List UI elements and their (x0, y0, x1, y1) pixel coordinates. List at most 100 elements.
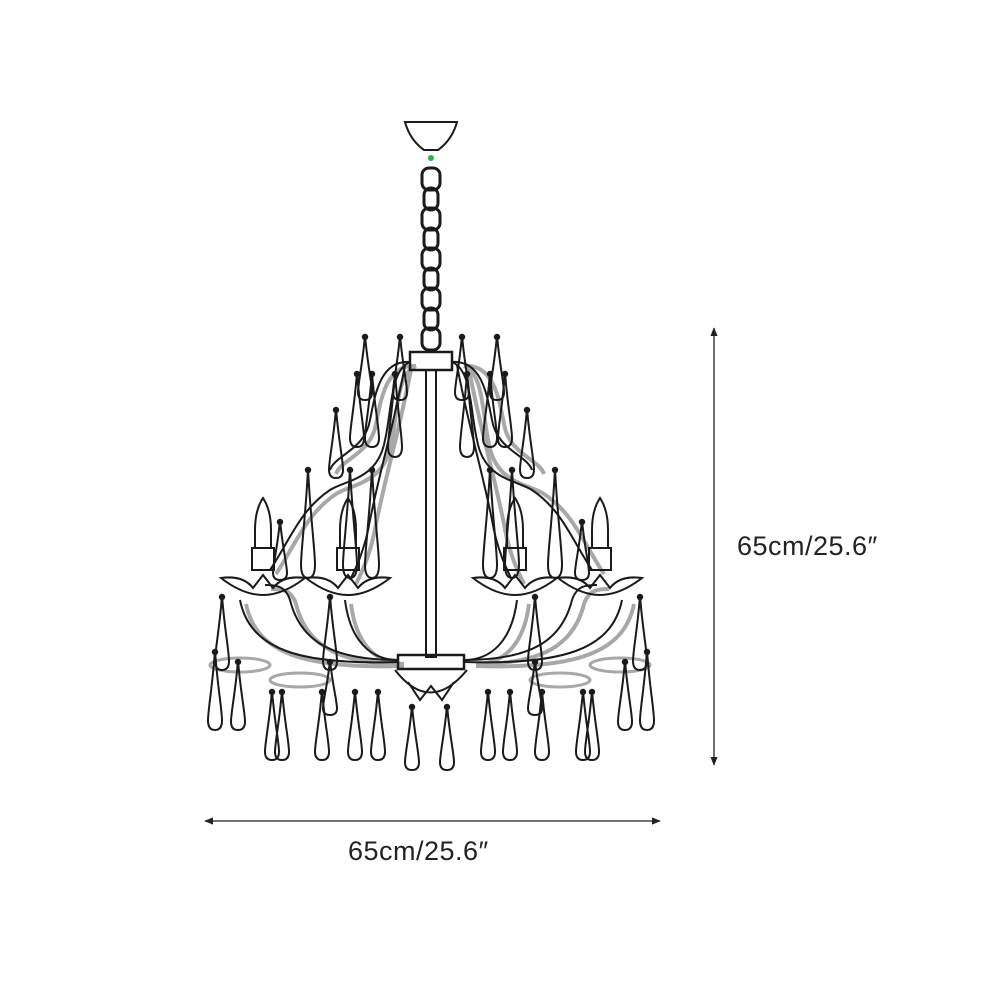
arm (264, 584, 399, 661)
candle-cup (588, 547, 612, 571)
crystal-hook (353, 370, 361, 378)
arm-shadow (467, 368, 526, 585)
chain-link (420, 326, 442, 352)
crystal-drop (363, 371, 381, 449)
candle-leaves (555, 573, 645, 597)
chain-link (422, 226, 440, 252)
leaf-shadow (268, 671, 332, 689)
crystal-hook (484, 688, 492, 696)
crystal-drop (299, 467, 317, 580)
crystal-hook (332, 406, 340, 414)
crystal-hook (318, 688, 326, 696)
crystal-drop (341, 467, 359, 580)
crystal-hook (326, 593, 334, 601)
crystal-hook (538, 688, 546, 696)
chain-link (420, 246, 442, 272)
crystal-hook (443, 703, 451, 711)
crystal-drop (518, 407, 536, 480)
crystal-hook (531, 593, 539, 601)
crystal-drop (638, 649, 656, 732)
crystal-hook (523, 406, 531, 414)
crystal-drop (546, 467, 564, 580)
arm (463, 599, 623, 664)
crystal-drop (458, 371, 476, 459)
crystal-drop (481, 467, 499, 580)
crystal-hook (368, 370, 376, 378)
crystal-hook (506, 688, 514, 696)
crystal-drop (616, 659, 634, 732)
crystal-drop (313, 689, 331, 762)
crystal-drop (213, 594, 231, 672)
crystal-drop (229, 659, 247, 732)
arm (239, 599, 399, 664)
crystal-hook (374, 688, 382, 696)
crystal-hook (408, 703, 416, 711)
chain-link (420, 166, 442, 192)
candle-leaves (218, 573, 308, 597)
crystal-drop (321, 659, 339, 717)
crystal-hook (531, 658, 539, 666)
crystal-hook (276, 518, 284, 526)
crystal-hook (368, 466, 376, 474)
arm-shadow (244, 603, 405, 669)
crystal-drop (363, 467, 381, 580)
crystal-drop (503, 467, 521, 580)
arm-shadows (208, 363, 652, 689)
arm (344, 599, 399, 661)
crystal-hook (508, 466, 516, 474)
bottom-bowl (394, 669, 468, 694)
crystal-hook (304, 466, 312, 474)
crystal-drops (206, 333, 656, 772)
crystal-hook (218, 593, 226, 601)
crystal-hook (268, 688, 276, 696)
crystal-drop (573, 519, 591, 582)
bowl-leaves (407, 681, 455, 702)
crystal-hook (643, 648, 651, 656)
crystal-hook (486, 370, 494, 378)
crystal-drop (271, 519, 289, 582)
arm (463, 599, 518, 661)
crystal-hook (278, 688, 286, 696)
crystal-hook (551, 466, 559, 474)
arm-shadow (270, 587, 405, 666)
crystal-hook (234, 658, 242, 666)
crystal-drop (479, 689, 497, 762)
chain-link (420, 206, 442, 232)
height-label: 65cm/25.6″ (737, 531, 878, 561)
crystal-hook (578, 518, 586, 526)
crystal-drop (496, 371, 514, 449)
leaf-shadow (588, 656, 652, 674)
crystal-drop (206, 649, 224, 732)
chain-link (422, 306, 440, 332)
crystal-drop (574, 689, 592, 762)
crystal-hook (361, 333, 369, 341)
crystal-drop (348, 371, 366, 449)
crystal-drop (346, 689, 364, 762)
crystal-drop (501, 689, 519, 762)
crystal-drop (583, 689, 601, 762)
arm (463, 584, 598, 661)
crystal-drop (631, 594, 649, 672)
chain-link (422, 266, 440, 292)
candle-leaves (303, 573, 393, 597)
crystal-hook (463, 370, 471, 378)
crystal-hook (621, 658, 629, 666)
chandelier-frame (218, 121, 645, 702)
canopy-screw (428, 155, 434, 161)
arm-shadow (463, 364, 606, 576)
candle-cup (503, 547, 527, 571)
candle-cup (251, 547, 275, 571)
crystal-drop (386, 371, 404, 459)
crystal-hook (391, 370, 399, 378)
candle-icon (254, 496, 272, 548)
arm-shadow (475, 603, 636, 669)
arm-shadow (349, 603, 405, 666)
crystal-hook (486, 466, 494, 474)
candle-icon (591, 496, 609, 548)
crystal-hook (493, 333, 501, 341)
crystal-hook (396, 333, 404, 341)
crystal-hook (501, 370, 509, 378)
crystal-hook (458, 333, 466, 341)
crystal-hook (346, 466, 354, 474)
